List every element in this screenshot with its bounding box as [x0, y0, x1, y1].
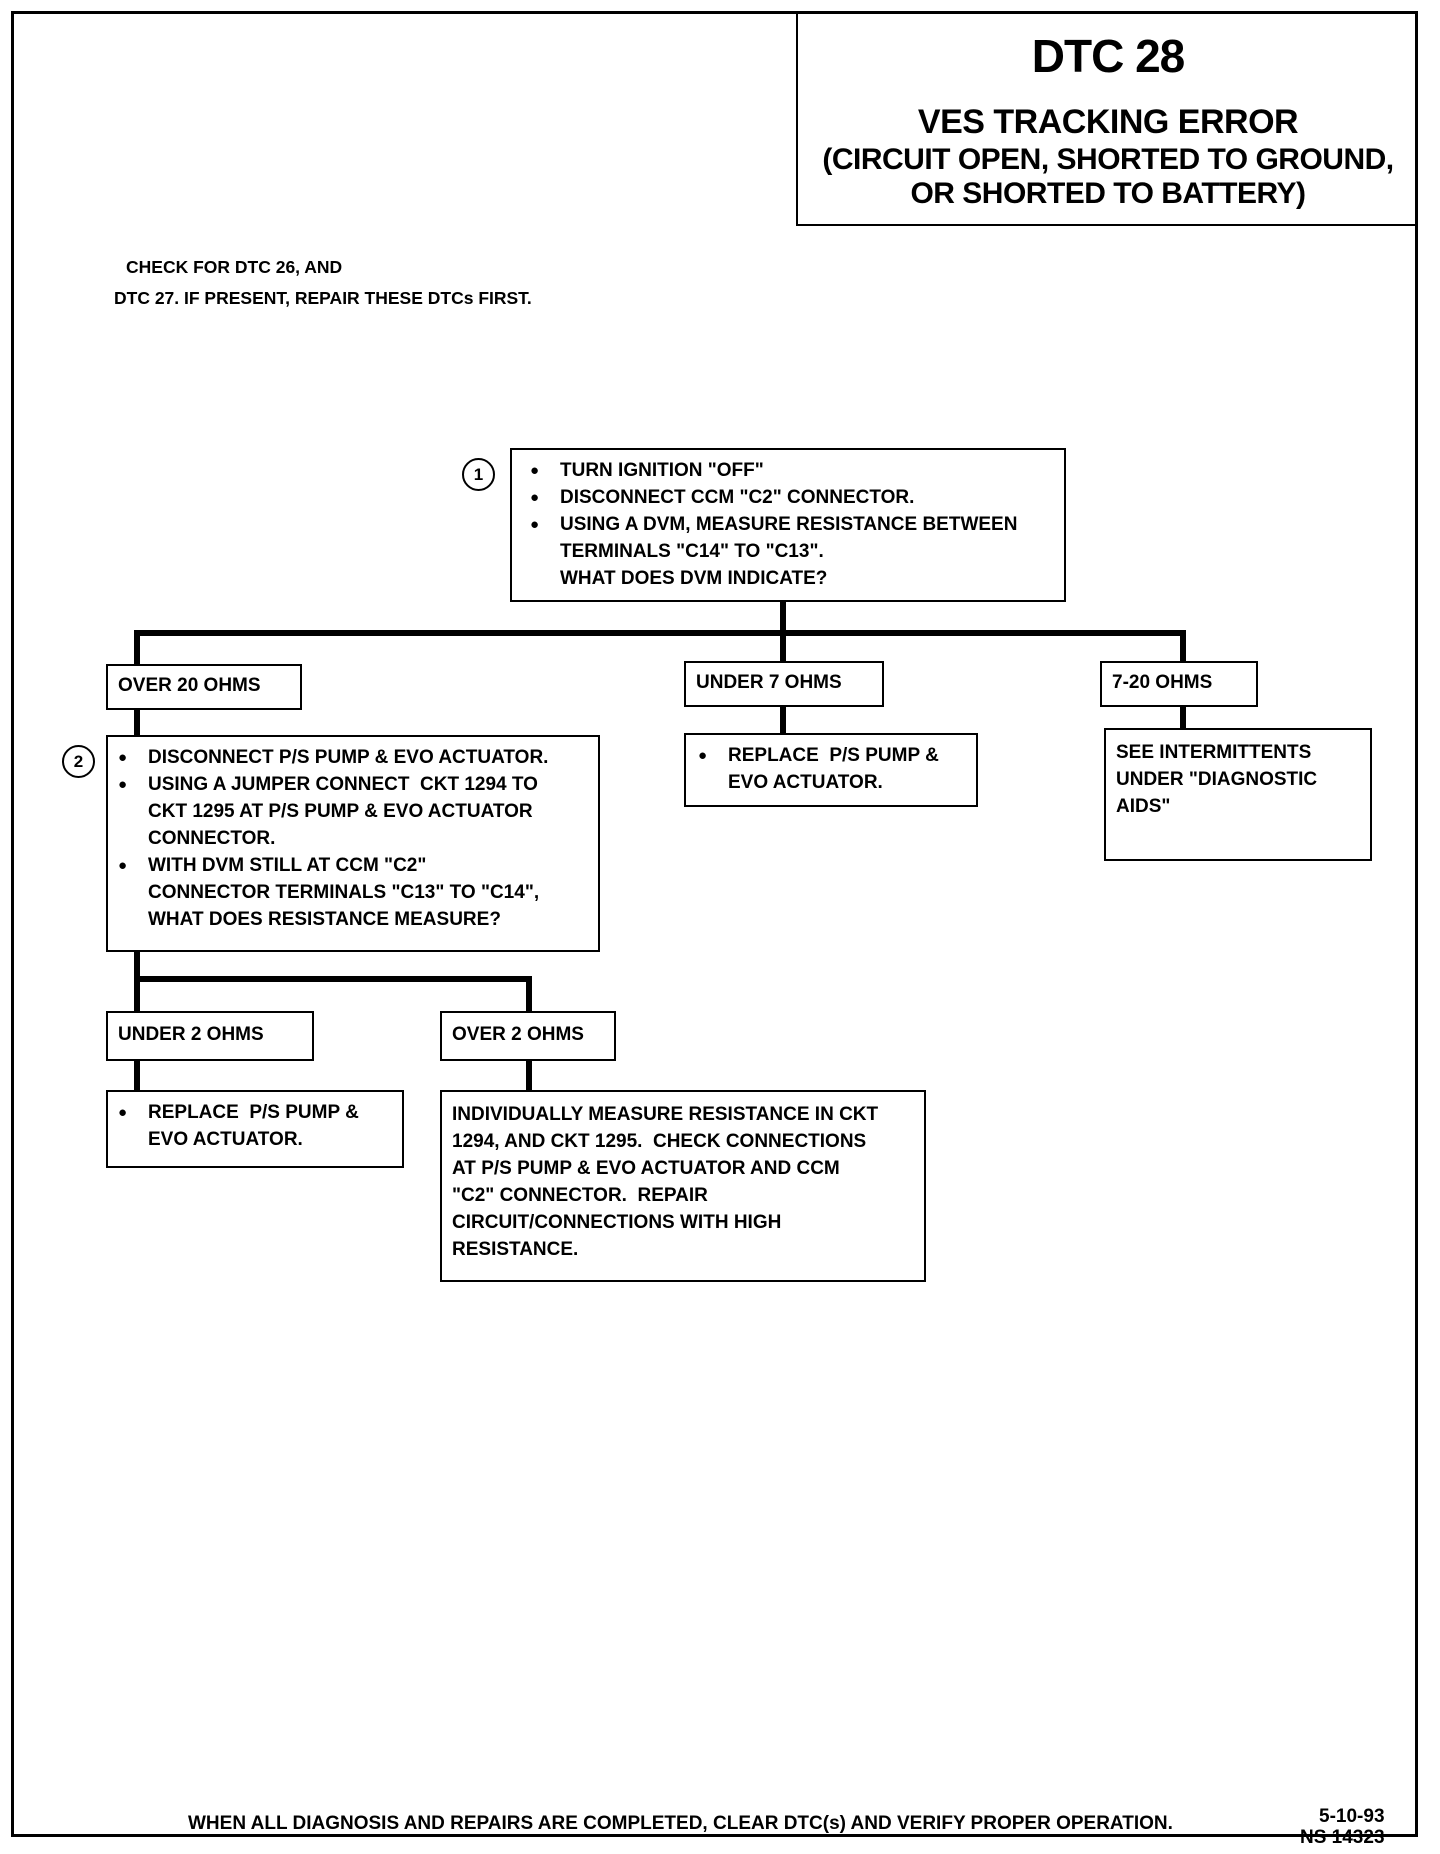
connector-over20-to-step2: [134, 708, 140, 738]
step2-item3: ●WITH DVM STILL AT CCM "C2" CONNECTOR TE…: [118, 852, 586, 933]
revision-date: 5-10-93: [1319, 1806, 1385, 1827]
connector-under7-to-action: [780, 704, 786, 734]
dtc-name: VES TRACKING ERROR: [917, 103, 1299, 141]
bullet-icon: ●: [530, 516, 540, 533]
step1-item3: ●USING A DVM, MEASURE RESISTANCE BETWEEN…: [530, 511, 1052, 592]
bullet-icon: ●: [118, 776, 128, 793]
7to20-action-box: SEE INTERMITTENTS UNDER "DIAGNOSTIC AIDS…: [1104, 728, 1372, 861]
step-number-2: 2: [62, 745, 95, 778]
under2-action-box: ● REPLACE P/S PUMP & EVO ACTUATOR.: [106, 1090, 404, 1168]
dtc-subtitle-line2: OR SHORTED TO BATTERY): [910, 176, 1306, 210]
doc-number: NS 14323: [1300, 1827, 1385, 1848]
connector-step1-bus: [134, 630, 1186, 636]
under2-action-text: REPLACE P/S PUMP & EVO ACTUATOR.: [148, 1102, 359, 1150]
under7-action-text: REPLACE P/S PUMP & EVO ACTUATOR.: [728, 745, 939, 793]
branch-label-under-7-ohms: UNDER 7 OHMS: [684, 661, 884, 707]
page-border: [11, 11, 1418, 1837]
title-block: DTC 28 VES TRACKING ERROR (CIRCUIT OPEN,…: [796, 11, 1418, 226]
connector-over20-drop: [134, 630, 140, 665]
under7-action-box: ● REPLACE P/S PUMP & EVO ACTUATOR.: [684, 733, 978, 807]
bullet-icon: ●: [118, 857, 128, 874]
step-number-1: 1: [462, 458, 495, 491]
bullet-icon: ●: [698, 747, 708, 764]
connector-over2-drop: [526, 976, 532, 1011]
bullet-icon: ●: [118, 749, 128, 766]
connector-step1-down: [780, 600, 786, 636]
bullet-icon: ●: [530, 489, 540, 506]
branch-label-over-20-ohms: OVER 20 OHMS: [106, 664, 302, 710]
precheck-line1: CHECK FOR DTC 26, AND: [126, 257, 343, 277]
connector-under2-to-action: [134, 1058, 140, 1091]
connector-7to20-drop: [1180, 630, 1186, 665]
step2-item2: ●USING A JUMPER CONNECT CKT 1294 TO CKT …: [118, 771, 586, 852]
precheck-line2: DTC 27. IF PRESENT, REPAIR THESE DTCs FI…: [114, 288, 532, 308]
step2-item1: ●DISCONNECT P/S PUMP & EVO ACTUATOR.: [118, 744, 586, 771]
dtc-code: DTC 28: [1031, 30, 1185, 82]
document-reference: 5-10-93 NS 14323: [1300, 1806, 1385, 1848]
step1-item1: ●TURN IGNITION "OFF": [530, 457, 1052, 484]
dtc-subtitle-line1: (CIRCUIT OPEN, SHORTED TO GROUND,: [822, 143, 1394, 176]
branch-label-under-2-ohms: UNDER 2 OHMS: [106, 1011, 314, 1061]
connector-step2-bus: [134, 976, 532, 982]
connector-7to20-to-action: [1180, 704, 1186, 734]
step1-item2: ●DISCONNECT CCM "C2" CONNECTOR.: [530, 484, 1052, 511]
step1-box: ●TURN IGNITION "OFF" ●DISCONNECT CCM "C2…: [510, 448, 1066, 602]
connector-over2-to-action: [526, 1058, 532, 1091]
footer-note: WHEN ALL DIAGNOSIS AND REPAIRS ARE COMPL…: [188, 1813, 1173, 1834]
branch-label-over-2-ohms: OVER 2 OHMS: [440, 1011, 616, 1061]
step2-box: ●DISCONNECT P/S PUMP & EVO ACTUATOR. ●US…: [106, 735, 600, 952]
bullet-icon: ●: [118, 1104, 128, 1121]
connector-under7-drop: [780, 630, 786, 665]
bullet-icon: ●: [530, 462, 540, 479]
over2-action-box: INDIVIDUALLY MEASURE RESISTANCE IN CKT 1…: [440, 1090, 926, 1282]
branch-label-7-20-ohms: 7-20 OHMS: [1100, 661, 1258, 707]
